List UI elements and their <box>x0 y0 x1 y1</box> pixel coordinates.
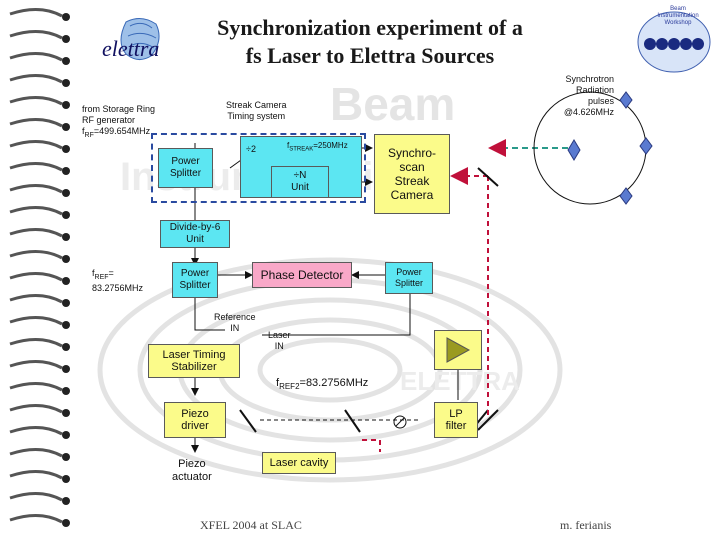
power-splitter-3: Power Splitter <box>385 262 433 294</box>
amplifier <box>434 330 482 370</box>
spiral-hole <box>62 365 70 373</box>
spiral-ring <box>9 360 63 370</box>
spiral-hole <box>62 35 70 43</box>
divide-by-2-label: ÷2 <box>246 144 256 154</box>
spiral-ring <box>9 492 63 502</box>
spiral-ring <box>9 206 63 216</box>
spiral-ring <box>9 470 63 480</box>
spiral-ring <box>9 294 63 304</box>
divide-by-6-unit: Divide-by-6 Unit <box>160 220 230 248</box>
spiral-ring <box>9 316 63 326</box>
amplifier-triangle-icon <box>446 337 471 363</box>
piezo-driver: Piezo driver <box>164 402 226 438</box>
spiral-hole <box>62 277 70 285</box>
spiral-ring <box>9 272 63 282</box>
background-watermark-elettra: ELETTRA <box>400 366 520 396</box>
spiral-ring <box>9 162 63 172</box>
laser-in-label: Laser IN <box>268 330 291 351</box>
spiral-ring <box>9 228 63 238</box>
storage-ring-label: from Storage Ring RF generator fRF=499.6… <box>82 104 156 139</box>
spiral-ring <box>9 52 63 62</box>
elettra-logo-text: elettra <box>102 36 160 61</box>
spiral-hole <box>62 79 70 87</box>
workshop-logo-text: Beam Instrumentation Workshop <box>657 6 699 26</box>
spiral-hole <box>62 13 70 21</box>
page-title: Synchronization experiment of a fs Laser… <box>217 15 523 68</box>
spiral-hole <box>62 255 70 263</box>
workshop-logo: Beam Instrumentation Workshop <box>636 4 712 78</box>
spiral-ring <box>9 8 63 18</box>
spiral-hole <box>62 497 70 505</box>
power-splitter-2: Power Splitter <box>172 262 218 298</box>
spiral-ring <box>9 448 63 458</box>
spiral-ring <box>9 426 63 436</box>
spiral-ring <box>9 96 63 106</box>
spiral-hole <box>62 167 70 175</box>
spiral-hole <box>62 321 70 329</box>
spiral-ring <box>9 382 63 392</box>
elettra-logo-graphic <box>120 18 160 60</box>
spiral-ring <box>9 184 63 194</box>
spiral-hole <box>62 431 70 439</box>
spiral-ring <box>9 74 63 84</box>
lp-filter: LP filter <box>434 402 478 438</box>
spiral-hole <box>62 145 70 153</box>
spiral-hole <box>62 211 70 219</box>
synchroscan-streak-camera: Synchro- scan Streak Camera <box>374 134 450 214</box>
spiral-hole <box>62 343 70 351</box>
spiral-hole <box>62 299 70 307</box>
fref2-label: fREF2=83.2756MHz <box>276 377 369 392</box>
spiral-hole <box>62 123 70 131</box>
spiral-ring <box>9 30 63 40</box>
spiral-ring <box>9 140 63 150</box>
spiral-ring <box>9 338 63 348</box>
reference-in-label: Reference IN <box>214 312 256 333</box>
spiral-hole <box>62 233 70 241</box>
spiral-ring <box>9 404 63 414</box>
n-unit: ÷N Unit <box>271 166 329 198</box>
spiral-ring <box>9 118 63 128</box>
piezo-actuator-label: Piezo actuator <box>172 458 212 483</box>
laser-cavity: Laser cavity <box>262 452 336 474</box>
spiral-hole <box>62 519 70 527</box>
workshop-logo-graphic <box>637 11 711 73</box>
spiral-hole <box>62 387 70 395</box>
spiral-hole <box>62 475 70 483</box>
power-splitter-1: Power Splitter <box>158 148 213 188</box>
spiral-binding <box>9 8 70 527</box>
background-watermark-beam: Beam <box>330 78 455 130</box>
spiral-ring <box>9 250 63 260</box>
f-streak-label: fSTREAK=250MHz <box>287 141 348 153</box>
synchrotron-label: Synchrotron Radiation pulses @4.626MHz <box>563 74 614 117</box>
phase-detector: Phase Detector <box>252 262 352 288</box>
photodiode-icon <box>393 415 407 429</box>
laser-timing-stabilizer: Laser Timing Stabilizer <box>148 344 240 378</box>
footer-event: XFEL 2004 at SLAC <box>200 518 302 532</box>
fref-label: fREF= 83.2756MHz <box>92 268 144 293</box>
spiral-hole <box>62 189 70 197</box>
spiral-hole <box>62 409 70 417</box>
streak-timing-label: Streak Camera Timing system <box>226 100 287 121</box>
spiral-hole <box>62 453 70 461</box>
spiral-hole <box>62 101 70 109</box>
streak-timing-area <box>151 133 366 203</box>
footer-author: m. ferianis <box>560 518 612 532</box>
spiral-hole <box>62 57 70 65</box>
spiral-ring <box>9 514 63 524</box>
